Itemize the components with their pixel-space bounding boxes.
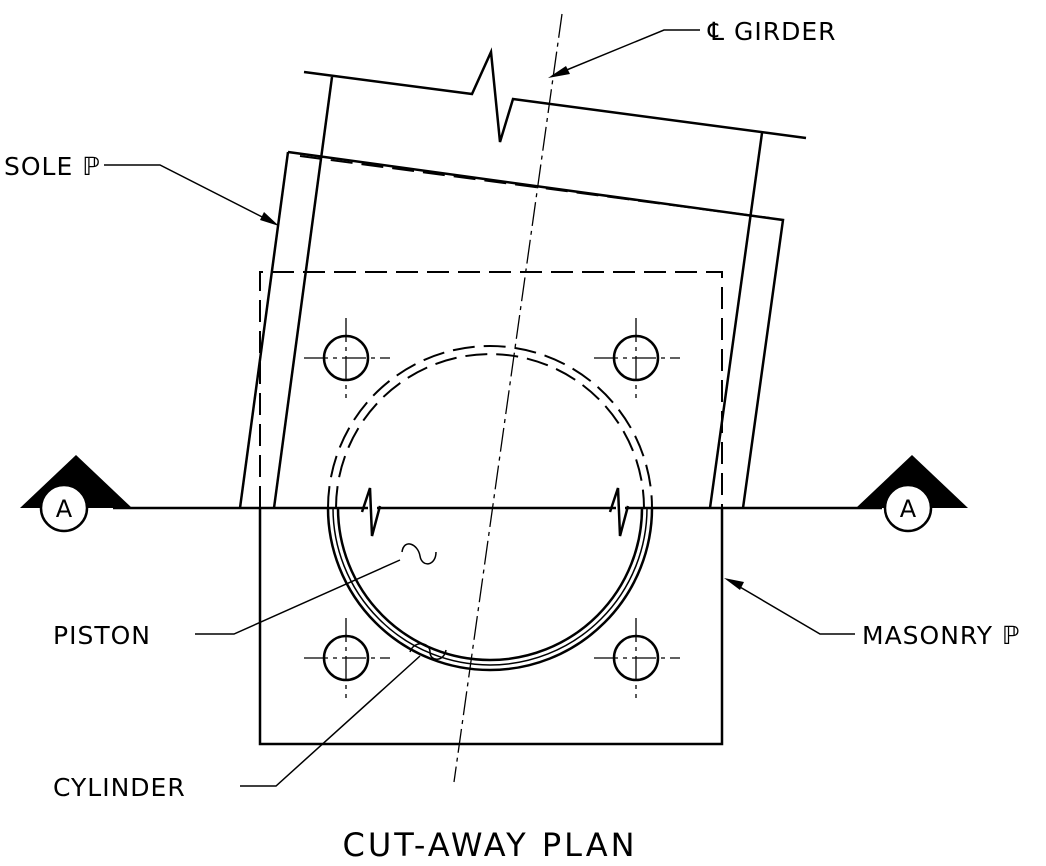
cylinder-inner-arc — [336, 507, 644, 662]
section-marker-right: A — [856, 455, 968, 533]
break-symbol-right — [608, 487, 630, 537]
girder-centerline — [453, 13, 563, 783]
girder-left-edge — [272, 76, 334, 509]
sole-plate-leader — [104, 164, 279, 226]
sole-plate-hidden-edge — [299, 155, 771, 219]
sole-plate-outline — [287, 150, 785, 509]
girder-break-line — [303, 47, 807, 143]
cylinder-hidden-inner — [335, 353, 645, 509]
section-marker-left: A — [20, 455, 132, 533]
masonry-plate-leader — [724, 578, 855, 635]
sole-plate-label: SOLE ℙ — [4, 152, 101, 181]
break-symbol-left — [360, 487, 382, 537]
bolt-hole-top-left — [304, 318, 390, 398]
girder-centerline-leader — [548, 29, 700, 78]
drawing-title: CUT-AWAY PLAN — [342, 826, 637, 864]
bolt-hole-top-right — [594, 318, 680, 398]
section-marker-left-label: A — [56, 495, 73, 523]
section-marker-right-label: A — [900, 495, 917, 523]
cylinder-mid-arc — [332, 507, 648, 666]
bolt-hole-bottom-left — [304, 618, 390, 698]
masonry-plate-outline — [258, 508, 724, 746]
girder-centerline-label: ℄ GIRDER — [707, 17, 837, 46]
cylinder-leader — [240, 643, 447, 787]
bolt-hole-bottom-right — [594, 618, 680, 698]
masonry-plate-hidden-outline — [259, 271, 723, 508]
girder-right-edge — [708, 132, 764, 509]
masonry-plate-label: MASONRY ℙ — [862, 621, 1020, 650]
piston-leader — [195, 543, 437, 635]
cylinder-label: CYLINDER — [53, 773, 186, 802]
sole-plate-left-edge — [238, 151, 290, 509]
cylinder-hidden-outer — [327, 345, 653, 509]
piston-label: PISTON — [53, 621, 151, 650]
cylinder-outer-arc — [326, 507, 654, 672]
